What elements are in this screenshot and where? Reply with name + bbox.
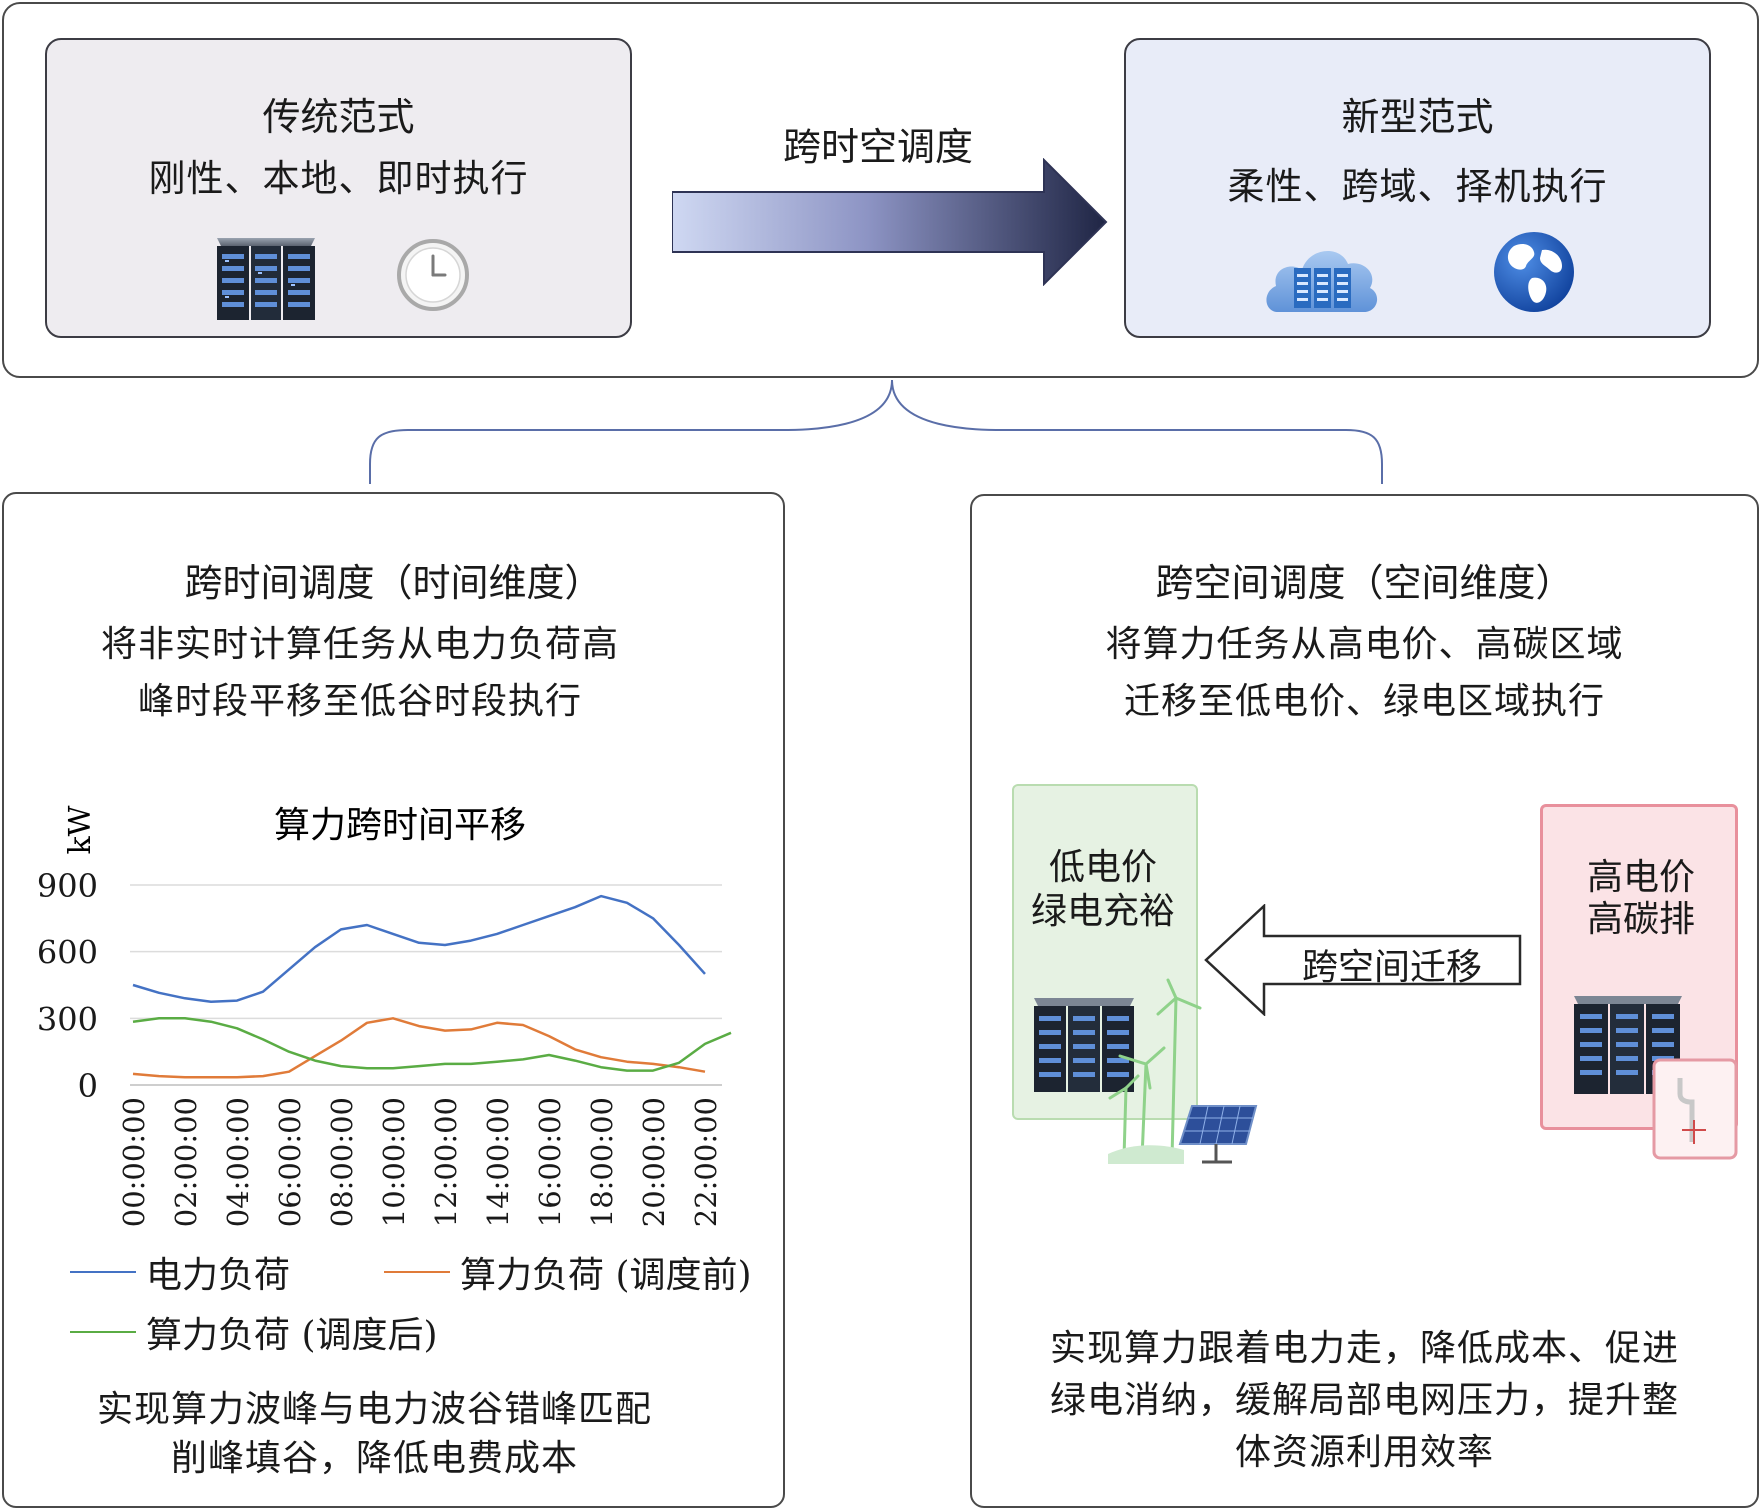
- chart-y-tick-label: 0: [78, 1067, 98, 1105]
- new-title: 新型范式: [1341, 95, 1494, 139]
- chart-series: [132, 894, 732, 1079]
- chart-x-ticks: 00:00:00 02:00:00 04:00:00 06:00:00 08:00:00…: [117, 1097, 723, 1227]
- clock-icon: [397, 239, 469, 311]
- spatial-desc-line1: 将算力任务从高电价、高碳区域: [1105, 624, 1624, 665]
- chart-x-tick-label: 10:00:00: [377, 1097, 411, 1227]
- chart-x-tick-label: 00:00:00: [117, 1097, 151, 1227]
- chart-x-tick-label: 16:00:00: [533, 1097, 567, 1227]
- temporal-scheduling-panel: [2, 492, 785, 1508]
- red-region-label-line2: 高碳排: [1586, 899, 1695, 940]
- chart-series-line-0: [132, 894, 706, 1003]
- traditional-subtitle: 刚性、本地、即时执行: [148, 157, 529, 200]
- chart-gridlines: [130, 884, 722, 1086]
- legend-compute-after-label: 算力负荷 (调度后): [146, 1315, 438, 1356]
- chart-y-tick-label: 900: [37, 867, 98, 905]
- traditional-paradigm-box: 传统范式 刚性、本地、即时执行: [45, 38, 632, 338]
- chart-x-tick-label: 06:00:00: [273, 1097, 307, 1227]
- legend-compute-after-swatch: [70, 1331, 136, 1333]
- green-server-rack-icon: [1034, 998, 1134, 1092]
- spatiotemporal-scheduling-label: 跨时空调度: [782, 125, 973, 169]
- brace-connector: [369, 379, 1383, 484]
- chart-y-tick-label: 300: [37, 1000, 98, 1038]
- spatial-summary-line1: 实现算力跟着电力走，降低成本、促进: [1049, 1328, 1679, 1369]
- legend-compute-after: 算力负荷 (调度后): [70, 1306, 438, 1358]
- spatial-title: 跨空间调度（空间维度）: [1155, 561, 1574, 605]
- server-rack-icon: [217, 238, 315, 320]
- chart-series-line-2: [132, 1017, 732, 1072]
- legend-compute-before-label: 算力负荷 (调度前): [460, 1255, 752, 1296]
- chart-x-tick-label: 20:00:00: [637, 1097, 671, 1227]
- chart-x-tick-label: 02:00:00: [169, 1097, 203, 1227]
- new-subtitle: 柔性、跨域、择机执行: [1227, 165, 1608, 208]
- chart-x-tick-label: 04:00:00: [221, 1097, 255, 1227]
- temporal-shift-chart: 900 600 300 0 00:00:00 02:00:00 04:00:00 06:00…: [37, 805, 732, 1227]
- temporal-title: 跨时间调度（时间维度）: [184, 561, 603, 605]
- legend-compute-before-swatch: [384, 1271, 450, 1273]
- chart-x-tick-label: 08:00:00: [325, 1097, 359, 1227]
- scheduling-arrow-icon: [672, 158, 1108, 286]
- chart-x-tick-label: 12:00:00: [429, 1097, 463, 1227]
- chart-y-tick-label: 600: [37, 934, 98, 972]
- spatial-summary-line3: 体资源利用效率: [1234, 1432, 1494, 1473]
- legend-power-load-label: 电力负荷: [146, 1255, 291, 1296]
- chart-y-axis-label: kW: [63, 805, 98, 854]
- temporal-summary-line2: 削峰填谷，降低电费成本: [170, 1438, 578, 1479]
- chart-x-tick-label: 22:00:00: [689, 1097, 723, 1227]
- chart-x-tick-label: 14:00:00: [481, 1097, 515, 1227]
- traditional-title: 传统范式: [262, 95, 415, 139]
- legend-power-load-swatch: [70, 1271, 136, 1273]
- chart-y-ticks: 900 600 300 0: [37, 867, 98, 1105]
- spatial-migration-arrow: [1204, 904, 1522, 1016]
- globe-icon: [1494, 232, 1574, 312]
- red-region-label-line1: 高电价: [1586, 857, 1695, 898]
- spatial-desc-line2: 迁移至低电价、绿电区域执行: [1123, 681, 1605, 722]
- spatial-migration-label: 跨空间迁移: [1301, 947, 1482, 988]
- chart-title: 算力跨时间平移: [274, 805, 526, 846]
- temporal-summary-line1: 实现算力波峰与电力波谷错峰匹配: [96, 1389, 652, 1430]
- new-paradigm-box: 新型范式 柔性、跨域、择机执行: [1124, 38, 1711, 338]
- green-region-label-line1: 低电价: [1048, 847, 1157, 888]
- temporal-desc-line2: 峰时段平移至低谷时段执行: [137, 681, 582, 722]
- legend-compute-before: 算力负荷 (调度前): [384, 1246, 752, 1298]
- wind-turbine-icon: [1108, 978, 1202, 1164]
- chart-series-line-1: [132, 1017, 706, 1079]
- spatial-summary-line2: 绿电消纳，缓解局部电网压力，提升整: [1049, 1380, 1679, 1421]
- solar-panel-icon: [1178, 1105, 1258, 1164]
- cloud-server-icon: [1266, 251, 1378, 312]
- green-region-label-line2: 绿电充裕: [1030, 891, 1175, 932]
- temporal-desc-line1: 将非实时计算任务从电力负荷高: [100, 624, 619, 665]
- power-plug-icon: [1652, 1058, 1738, 1160]
- legend-power-load: 电力负荷: [70, 1246, 290, 1298]
- chart-x-tick-label: 18:00:00: [585, 1097, 619, 1227]
